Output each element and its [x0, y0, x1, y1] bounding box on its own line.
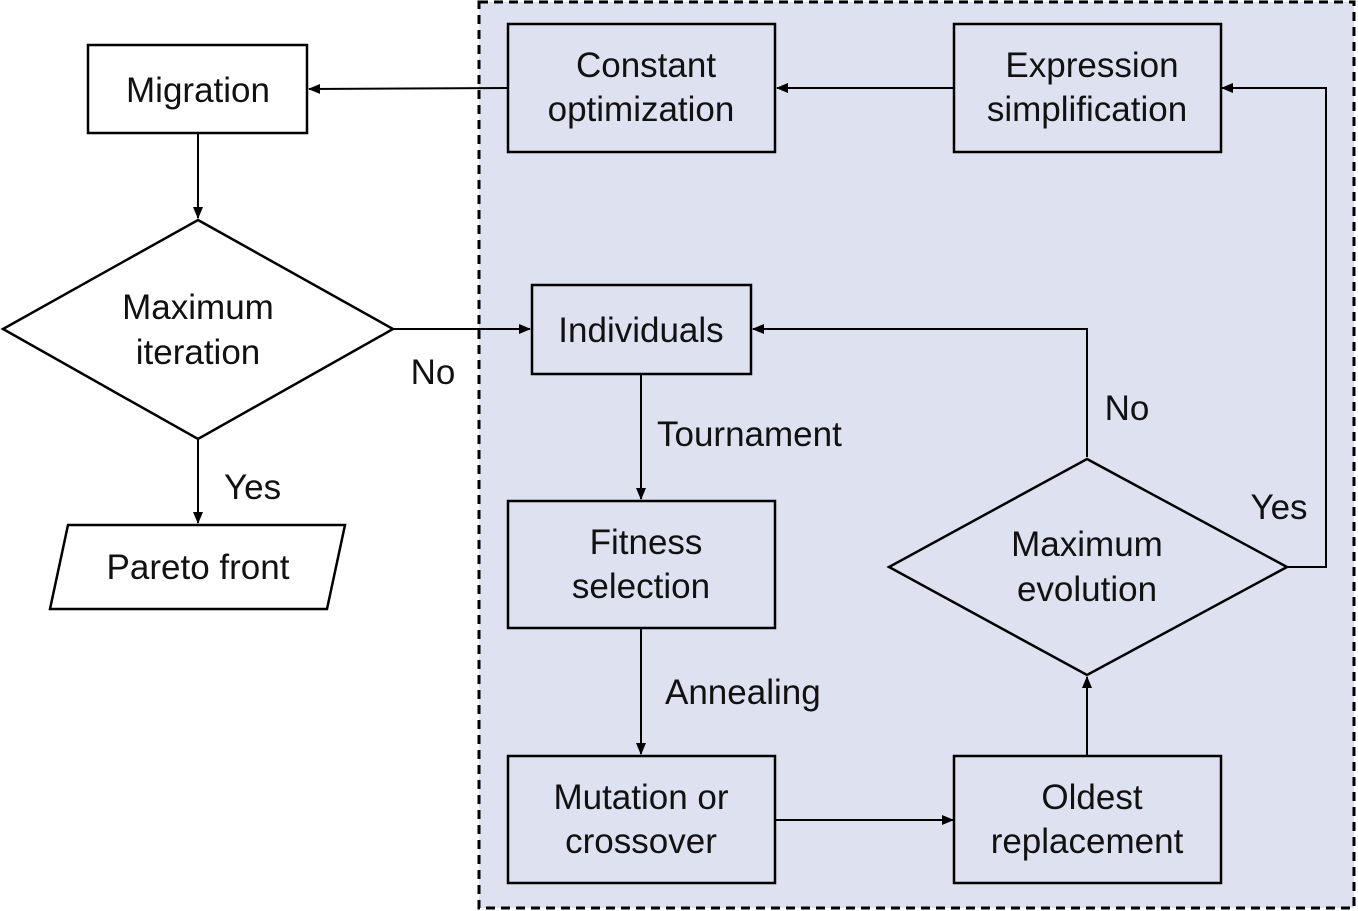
- edge-label-tournament: Tournament: [657, 415, 842, 454]
- edge-label-iteration-no: No: [411, 353, 456, 392]
- max-evolution-decision: Maximum evolution: [886, 457, 1290, 677]
- edge-label-annealing: Annealing: [665, 673, 821, 712]
- max-iteration-label-line2: iteration: [136, 333, 261, 372]
- pareto-front-node: Pareto front: [48, 523, 347, 611]
- oldest-replacement-node: Oldest replacement: [952, 754, 1223, 885]
- individuals-node: Individuals: [530, 283, 753, 376]
- max-evolution-label-line2: evolution: [1017, 570, 1157, 609]
- oldest-replacement-label-line1: Oldest: [1041, 778, 1142, 817]
- edge-label-evolution-yes: Yes: [1250, 488, 1307, 527]
- max-iteration-decision: Maximum iteration: [0, 218, 396, 441]
- mutation-crossover-node: Mutation or crossover: [506, 754, 777, 885]
- fitness-selection-label-line1: Fitness: [590, 523, 703, 562]
- migration-node: Migration: [86, 43, 309, 135]
- edge-evolution-no-to-individuals: [752, 324, 1088, 457]
- mutation-crossover-label-line2: crossover: [565, 822, 717, 861]
- mutation-crossover-label-line1: Mutation or: [553, 778, 728, 817]
- fitness-selection-node: Fitness selection: [506, 499, 777, 630]
- fitness-selection-label-line2: selection: [572, 567, 710, 606]
- edges: [193, 83, 1327, 825]
- expression-simplification-node: Expression simplification: [952, 22, 1223, 154]
- pareto-front-label: Pareto front: [107, 548, 290, 587]
- edge-label-iteration-yes: Yes: [224, 468, 281, 507]
- migration-label: Migration: [126, 71, 270, 110]
- edge-constopt-to-migration: [308, 83, 509, 94]
- constant-optimization-label-line1: Constant: [576, 46, 716, 85]
- oldest-replacement-label-line2: replacement: [991, 822, 1184, 861]
- max-evolution-label-line1: Maximum: [1011, 525, 1163, 564]
- constant-optimization-node: Constant optimization: [506, 22, 777, 154]
- individuals-label: Individuals: [558, 311, 723, 350]
- constant-optimization-label-line2: optimization: [548, 90, 735, 129]
- expression-simplification-label-line2: simplification: [987, 90, 1187, 129]
- edge-evolution-yes-to-simplification: [1221, 83, 1327, 568]
- edge-label-evolution-no: No: [1105, 389, 1150, 428]
- expression-simplification-label-line1: Expression: [1005, 46, 1178, 85]
- max-iteration-label-line1: Maximum: [122, 288, 274, 327]
